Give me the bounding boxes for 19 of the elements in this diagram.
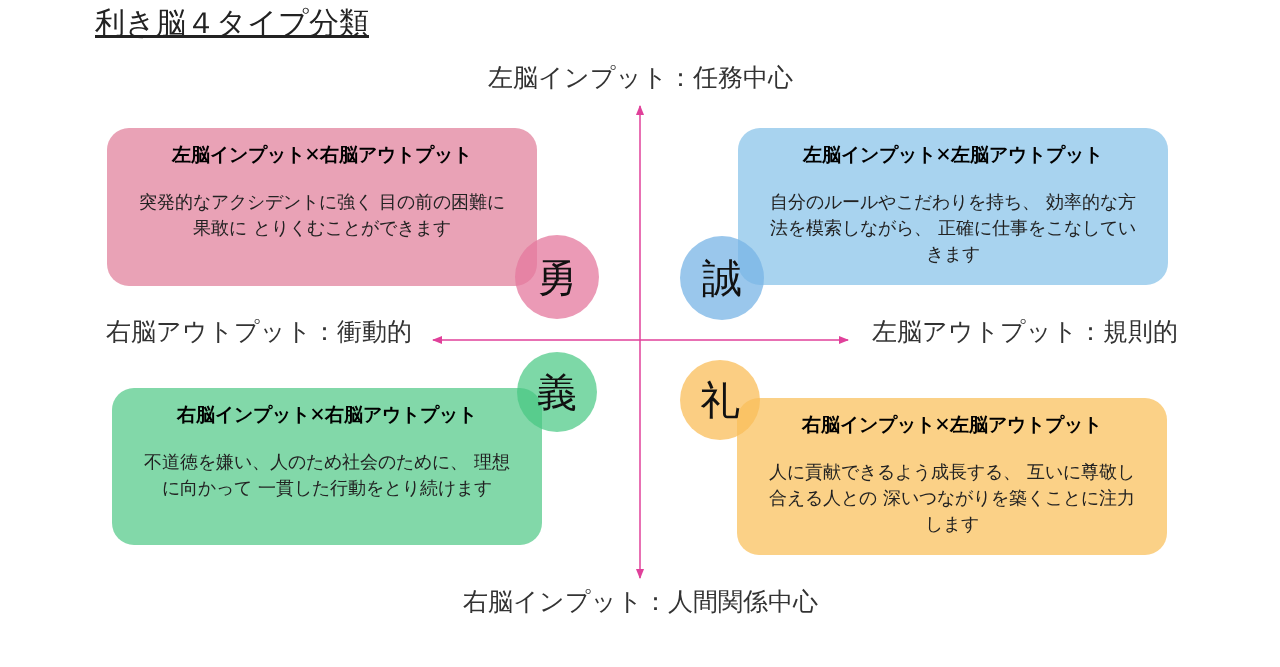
virtue-kanji: 義 <box>537 372 577 412</box>
card-heading: 左脳インプット✕左脳アウトプット <box>802 142 1104 167</box>
axis-label: 右脳インプット：人間関係中心 <box>461 586 819 618</box>
card-heading: 右脳インプット✕左脳アウトプット <box>801 412 1103 437</box>
virtue-kanji: 勇 <box>537 257 577 297</box>
virtue-kanji: 礼 <box>700 380 740 420</box>
axis-label: 左脳インプット：任務中心 <box>486 62 794 94</box>
axis-label: 右脳アウトプット：衝動的 <box>105 316 412 348</box>
card-description: 突発的なアクシデントに強く 目の前の困難に果敢に とりくむことができます <box>138 189 506 240</box>
card-heading: 右脳インプット✕右脳アウトプット <box>176 402 478 427</box>
card-heading: 左脳インプット✕右脳アウトプット <box>171 142 473 167</box>
title: 利き脳４タイプ分類 <box>95 4 369 42</box>
virtue-kanji: 誠 <box>702 258 742 298</box>
type-card <box>737 398 1167 555</box>
type-card <box>107 128 537 286</box>
axis-label: 左脳アウトプット：規則的 <box>872 316 1179 348</box>
card-description: 自分のルールやこだわりを持ち、 効率的な方法を模索しながら、 正確に仕事をこなしていきます <box>769 189 1137 266</box>
card-description: 不道徳を嫌い、人のため社会のために、 理想に向かって 一貫した行動をとり続けます <box>143 449 511 500</box>
card-description: 人に貢献できるよう成長する、 互いに尊敬し合える人との 深いつながりを築くことに注力します <box>768 459 1136 536</box>
